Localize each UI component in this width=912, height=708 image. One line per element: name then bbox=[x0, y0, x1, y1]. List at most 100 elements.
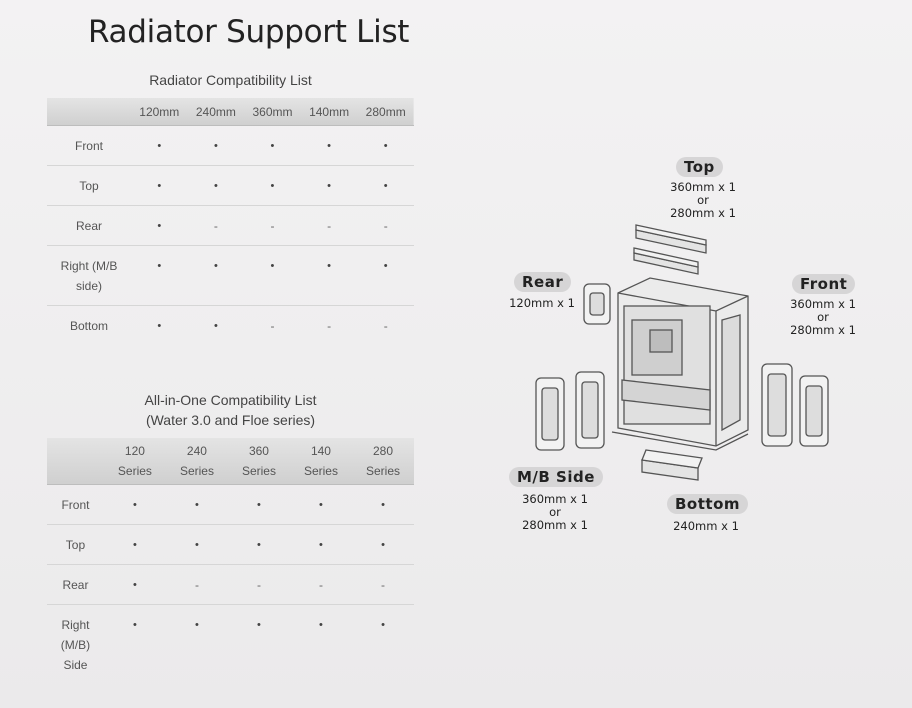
support-cell: • bbox=[157, 320, 162, 332]
support-cell: • bbox=[357, 125, 414, 166]
table-row: Rear • - - - - bbox=[47, 564, 414, 605]
table-row: Front • • • • • bbox=[47, 125, 414, 166]
radiator-table-caption: Radiator Compatibility List bbox=[149, 72, 312, 88]
row-label: Right (M/B) Side bbox=[60, 618, 91, 672]
spec-line: 280mm x 1 bbox=[522, 518, 588, 532]
support-cell: • bbox=[319, 619, 323, 631]
support-cell: • bbox=[187, 245, 245, 306]
spec-line: or bbox=[697, 193, 709, 207]
case-exploded-diagram: Top 360mm x 1 or 280mm x 1 Rear 120mm x … bbox=[500, 150, 880, 550]
support-cell: • bbox=[187, 165, 245, 206]
support-cell: • bbox=[131, 245, 188, 306]
spec-line: or bbox=[549, 505, 561, 519]
column-header: 120 Series bbox=[103, 438, 166, 485]
support-cell: • bbox=[244, 245, 301, 306]
rear-radiator-image bbox=[583, 283, 611, 325]
row-label: Front bbox=[47, 125, 131, 166]
support-cell: - bbox=[165, 564, 228, 605]
support-cell: - bbox=[244, 205, 301, 246]
table-row: Top • • • • • bbox=[47, 165, 414, 206]
support-cell: • bbox=[257, 619, 261, 631]
table-row: Right (M/B) Side • • • • • bbox=[47, 605, 414, 685]
table-row: Rear • - - - - bbox=[47, 205, 414, 246]
table-row: Right (M/B side) • • • • • bbox=[47, 245, 414, 306]
support-cell: • bbox=[131, 205, 188, 246]
mb-side-radiator-image bbox=[535, 371, 605, 451]
support-cell: • bbox=[131, 165, 188, 206]
support-cell: • bbox=[103, 524, 166, 565]
column-header: 140 Series bbox=[289, 438, 352, 485]
column-header: 280 Series bbox=[351, 438, 414, 485]
support-cell: • bbox=[300, 125, 358, 166]
rear-spec: 120mm x 1 bbox=[509, 296, 575, 310]
table-header-row: 120 Series 240 Series 360 Series 140 Ser… bbox=[47, 438, 414, 485]
table-row: Bottom • • - - - bbox=[47, 306, 414, 346]
spec-line: or bbox=[817, 310, 829, 324]
row-label: Front bbox=[47, 484, 104, 525]
bottom-radiator-image bbox=[641, 449, 703, 481]
spec-line: 360mm x 1 bbox=[790, 297, 856, 311]
front-radiator-image bbox=[761, 363, 829, 447]
support-cell: • bbox=[227, 484, 290, 525]
support-cell: • bbox=[213, 320, 218, 332]
row-label: Right (M/B side) bbox=[47, 245, 131, 306]
header-stub bbox=[47, 438, 104, 485]
support-cell: - bbox=[270, 319, 275, 333]
support-cell: • bbox=[195, 619, 199, 631]
top-radiator-image bbox=[633, 224, 707, 275]
support-cell: • bbox=[187, 125, 245, 166]
aio-compatibility-table: 120 Series 240 Series 360 Series 140 Ser… bbox=[47, 438, 414, 684]
column-header: 360mm bbox=[244, 98, 301, 126]
bottom-label: Bottom bbox=[667, 494, 749, 514]
support-cell: • bbox=[244, 165, 301, 206]
column-header: 140mm bbox=[300, 98, 358, 126]
row-label: Bottom bbox=[69, 319, 108, 333]
support-cell: • bbox=[103, 484, 166, 525]
support-cell: - bbox=[357, 205, 414, 246]
support-cell: - bbox=[300, 205, 358, 246]
table-header-row: 120mm 240mm 360mm 140mm 280mm bbox=[47, 98, 414, 126]
support-cell: • bbox=[227, 524, 290, 565]
support-cell: - bbox=[351, 564, 414, 605]
support-cell: • bbox=[351, 484, 414, 525]
spec-line: 360mm x 1 bbox=[522, 492, 588, 506]
table-row: Front • • • • • bbox=[47, 484, 414, 525]
spec-line: 280mm x 1 bbox=[790, 323, 856, 337]
support-cell: • bbox=[289, 524, 352, 565]
column-header: 240 Series bbox=[165, 438, 228, 485]
support-cell: • bbox=[103, 564, 166, 605]
aio-caption-line2: (Water 3.0 and Floe series) bbox=[145, 412, 316, 428]
support-cell: • bbox=[357, 245, 414, 306]
support-cell: - bbox=[383, 319, 388, 333]
support-cell: • bbox=[165, 524, 228, 565]
support-cell: • bbox=[351, 524, 414, 565]
support-cell: • bbox=[133, 619, 137, 631]
support-cell: - bbox=[187, 205, 245, 246]
spec-line: 280mm x 1 bbox=[670, 206, 736, 220]
row-label: Rear bbox=[47, 564, 104, 605]
header-stub bbox=[47, 98, 131, 126]
top-spec: 360mm x 1 or 280mm x 1 bbox=[663, 181, 743, 220]
case-body-image bbox=[611, 277, 749, 451]
case-illustration bbox=[535, 224, 829, 481]
front-spec: 360mm x 1 or 280mm x 1 bbox=[783, 298, 863, 337]
row-label: Top bbox=[47, 165, 131, 206]
aio-caption-line1: All-in-One Compatibility List bbox=[144, 392, 317, 408]
support-cell: • bbox=[381, 619, 385, 631]
top-label: Top bbox=[676, 157, 723, 177]
front-label: Front bbox=[792, 274, 856, 294]
spec-line: 360mm x 1 bbox=[670, 180, 736, 194]
support-cell: - bbox=[289, 564, 352, 605]
support-cell: • bbox=[300, 165, 358, 206]
radiator-compatibility-table: 120mm 240mm 360mm 140mm 280mm Front • • … bbox=[47, 98, 414, 345]
support-cell: • bbox=[165, 484, 228, 525]
bottom-spec: 240mm x 1 bbox=[673, 519, 739, 533]
support-cell: • bbox=[289, 484, 352, 525]
column-header: 360 Series bbox=[227, 438, 290, 485]
mb-side-label: M/B Side bbox=[509, 467, 603, 487]
table-row: Top • • • • • bbox=[47, 524, 414, 565]
column-header: 280mm bbox=[357, 98, 414, 126]
row-label: Top bbox=[47, 524, 104, 565]
column-header: 120mm bbox=[131, 98, 188, 126]
support-cell: • bbox=[357, 165, 414, 206]
